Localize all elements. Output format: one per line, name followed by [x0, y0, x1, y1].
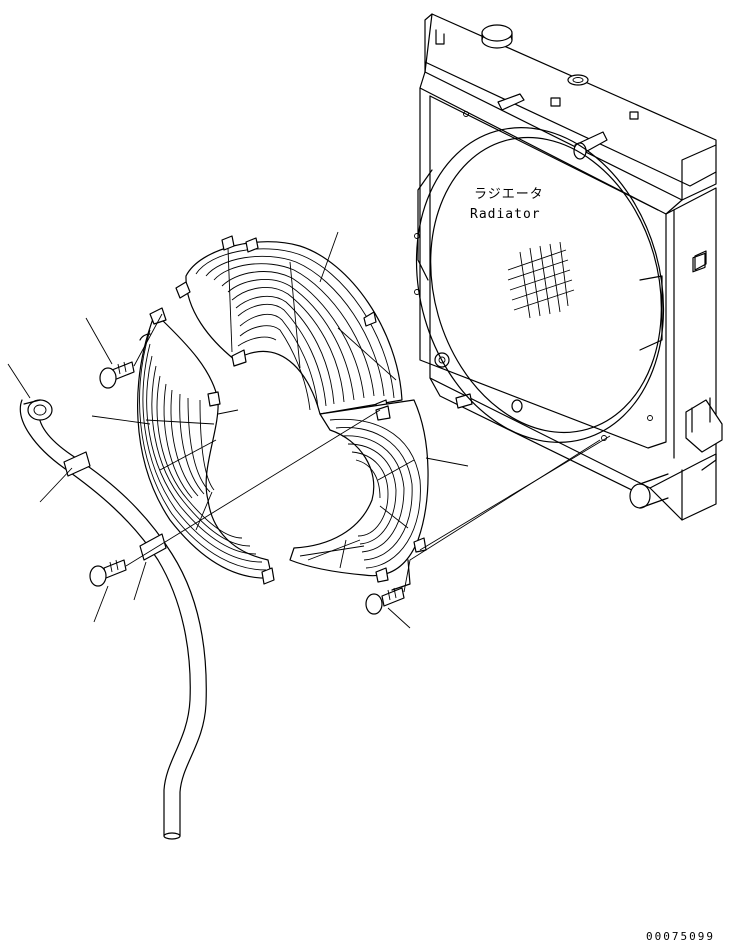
radiator-assembly: ラジエータ Radiator: [414, 13, 723, 521]
fan-guard-right: [289, 399, 429, 591]
overflow-hose: [19, 399, 207, 840]
radiator-label-en: Radiator: [470, 207, 541, 222]
bolt-upper-left: [99, 361, 135, 389]
bolt-lower-left: [89, 559, 127, 587]
assembly-lines: [125, 313, 611, 593]
core-grid-hatch: [507, 241, 575, 319]
fan-guard-upper: [175, 235, 403, 415]
drawing-code: 00075099: [646, 930, 715, 943]
leader-lines: [7, 231, 469, 629]
bolt-lower-right: [365, 587, 405, 615]
radiator-label-jp: ラジエータ: [474, 187, 544, 202]
fan-guard-left: [137, 307, 275, 585]
